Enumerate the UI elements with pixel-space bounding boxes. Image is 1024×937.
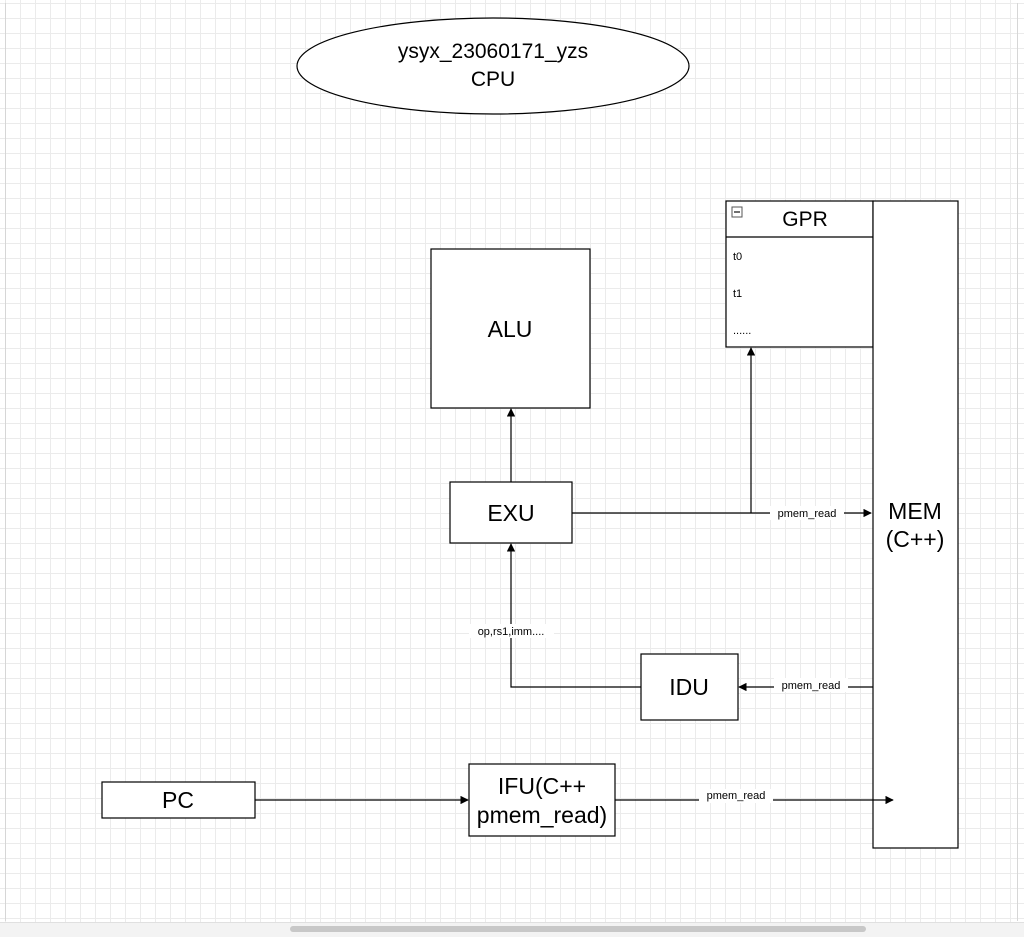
edge-label-exu-mem: pmem_read	[770, 506, 844, 520]
ifu-label-line1: IFU(C++	[498, 773, 586, 799]
edge-idu-exu[interactable]	[506, 543, 641, 688]
alu-label: ALU	[488, 316, 533, 342]
idu-label: IDU	[669, 674, 709, 700]
edge-label-ifu-mem: pmem_read	[699, 789, 773, 803]
idu-node[interactable]: IDU	[640, 653, 739, 721]
canvas-frame	[5, 3, 1018, 921]
title-node[interactable]: ysyx_23060171_yzs CPU	[296, 17, 690, 115]
minus-box-icon[interactable]	[731, 206, 743, 218]
gpr-node[interactable]: GPR t0 t1 ......	[725, 200, 874, 348]
edge-label-mem-idu: pmem_read	[774, 678, 848, 692]
exu-node[interactable]: EXU	[449, 481, 573, 544]
mem-label-line1: MEM	[888, 498, 942, 524]
exu-label: EXU	[487, 500, 534, 526]
scrollbar-thumb[interactable]	[290, 926, 866, 932]
mem-node[interactable]: MEM (C++)	[872, 200, 959, 849]
gpr-title: GPR	[782, 208, 828, 231]
gpr-row-t1: t1	[733, 288, 742, 300]
ifu-label-line2: pmem_read)	[477, 802, 607, 828]
title-line1: ysyx_23060171_yzs	[398, 40, 588, 63]
mem-label-line2: (C++)	[886, 526, 945, 552]
pc-label: PC	[162, 787, 194, 813]
edge-label-idu-exu: op,rs1,imm....	[469, 624, 554, 638]
pc-node[interactable]: PC	[101, 781, 256, 819]
edge-label-idu-exu-text: op,rs1,imm....	[478, 626, 545, 638]
edge-label-ifu-mem-text: pmem_read	[707, 790, 766, 802]
ifu-node[interactable]: IFU(C++ pmem_read)	[468, 763, 616, 837]
title-line2: CPU	[471, 68, 515, 91]
edge-label-exu-mem-text: pmem_read	[778, 508, 837, 520]
horizontal-scrollbar[interactable]	[0, 922, 1024, 937]
alu-node[interactable]: ALU	[430, 248, 591, 409]
gpr-row-more: ......	[733, 325, 751, 337]
edge-label-mem-idu-text: pmem_read	[782, 680, 841, 692]
gpr-row-t0: t0	[733, 251, 742, 263]
